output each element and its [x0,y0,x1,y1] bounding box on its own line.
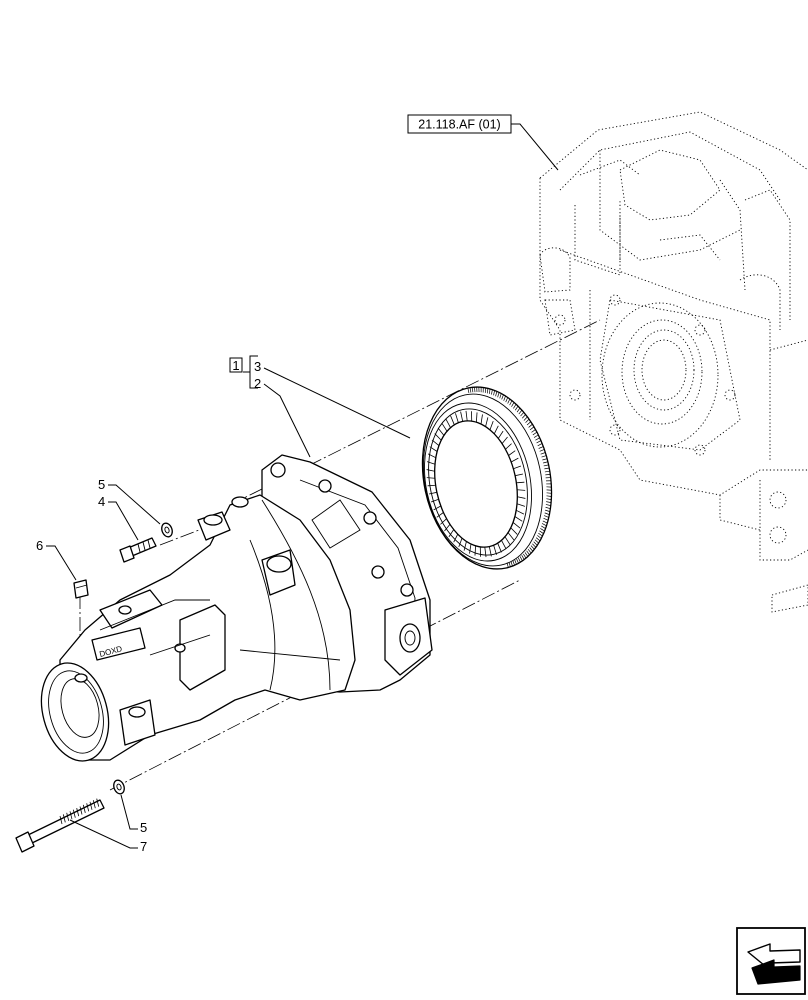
leader-5-lower [120,794,138,830]
kit-bracket: 1 [229,355,258,389]
callout-5-lower: 5 [140,820,147,835]
leader-4 [108,501,139,541]
leader-5-upper [108,484,161,525]
washer-upper [161,522,173,538]
leader-2 [263,383,311,458]
callout-4: 4 [98,494,105,509]
transmission-housing-reference [539,111,808,613]
bolt-short [119,537,157,563]
callout-6: 6 [36,538,43,553]
reference-leader-line [511,123,559,171]
bolt-long [15,798,105,853]
kit-number: 1 [232,358,239,373]
callout-5-upper: 5 [98,477,105,492]
leader-3 [263,367,411,439]
washer-lower [113,779,125,795]
leader-7 [69,819,138,849]
callout-7: 7 [140,839,147,854]
leader-6 [46,545,77,581]
ring-gear [421,386,553,570]
plug [73,579,89,599]
next-page-arrow-icon[interactable] [736,927,806,995]
reference-tag[interactable]: 21.118.AF (01) [407,114,512,134]
final-drive-housing: DOXD [40,454,433,762]
callout-3: 3 [254,359,261,374]
reference-label: 21.118.AF (01) [418,118,500,132]
callout-2: 2 [254,376,261,391]
